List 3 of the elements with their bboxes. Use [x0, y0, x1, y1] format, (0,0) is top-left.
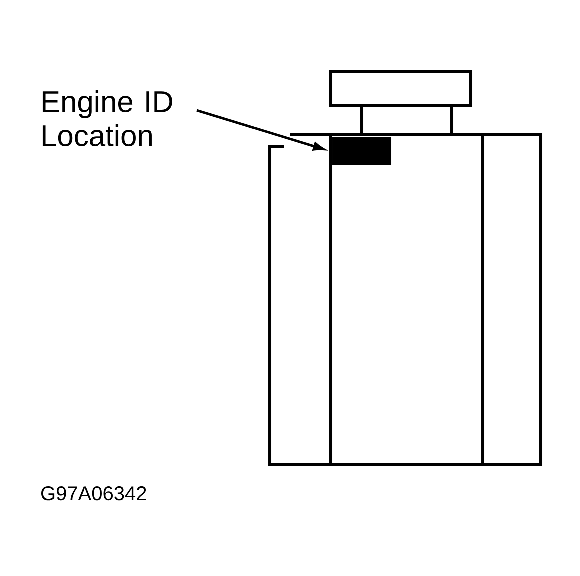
callout-label: Engine ID Location: [42, 90, 172, 147]
figure-code: G97A06342: [42, 486, 146, 501]
id-location-marker: [332, 137, 392, 165]
